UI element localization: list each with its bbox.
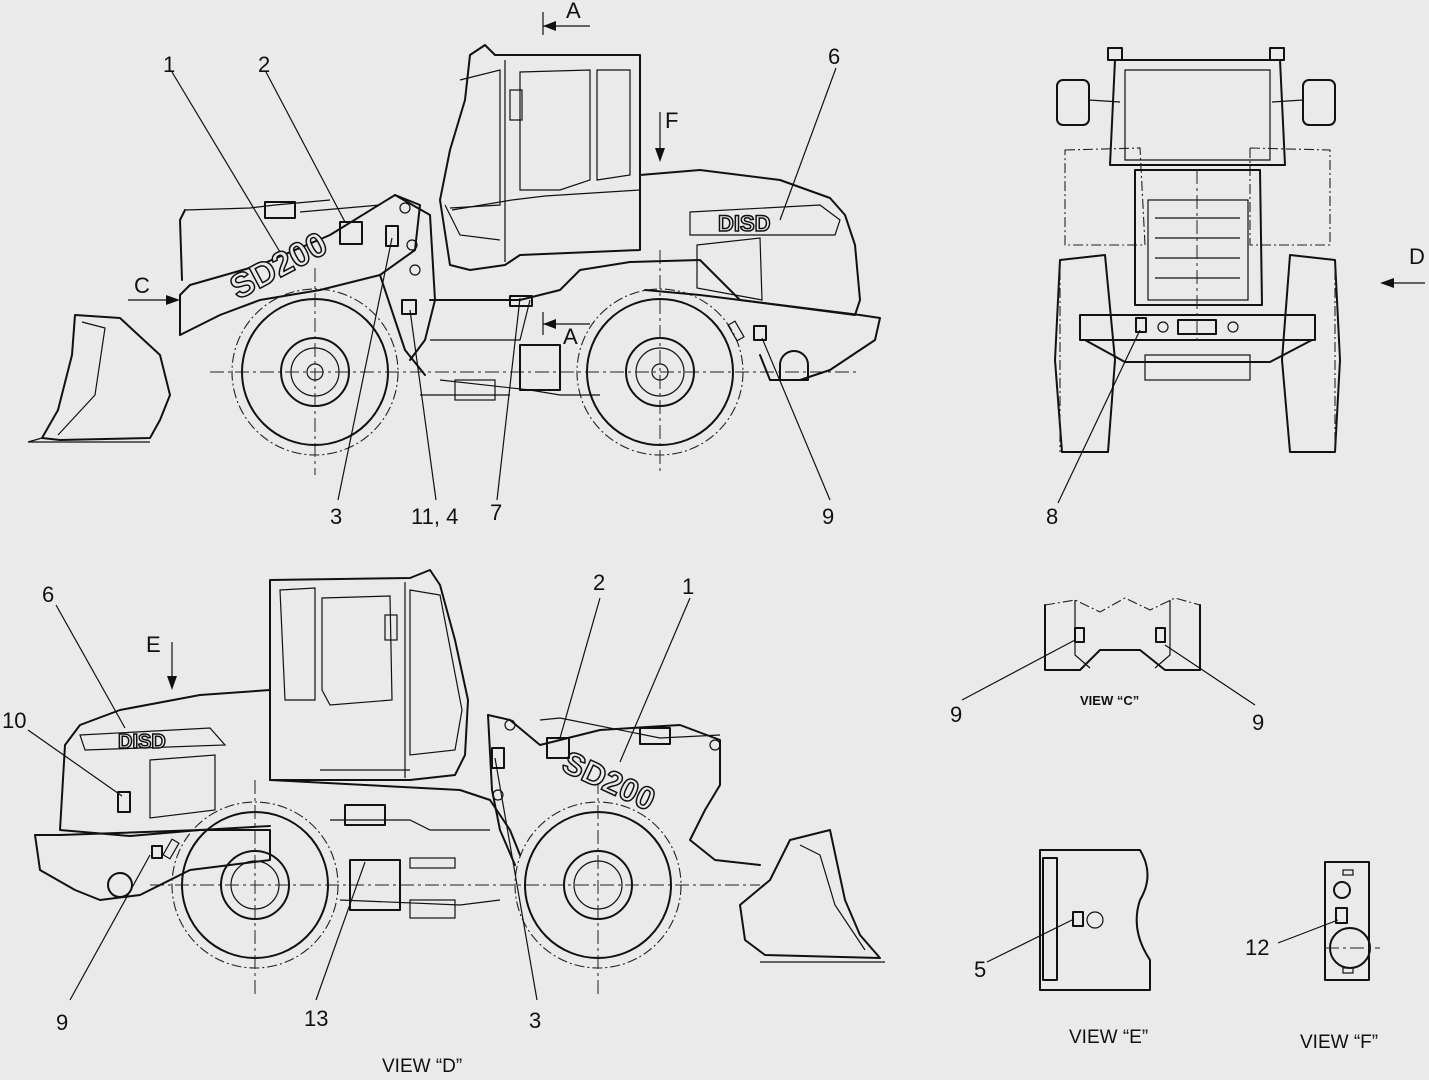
view-arrow-f: F	[665, 108, 678, 133]
callout-2-bottom: 2	[593, 570, 605, 595]
boom-top	[179, 194, 421, 336]
callout-6-top: 6	[828, 44, 840, 69]
callout-9-bottom: 9	[56, 1010, 68, 1035]
callout-1-bottom: 1	[682, 574, 694, 599]
bucket-top	[41, 314, 171, 441]
front-view: D 8	[1046, 47, 1425, 529]
view-e-title: VIEW “E”	[1069, 1027, 1148, 1048]
callout-11-4-top: 11, 4	[411, 504, 458, 529]
brand-logo-top: DISD	[718, 211, 771, 236]
engine-hood-top	[639, 169, 861, 316]
side-view-right: DISD SD200 E	[2, 569, 885, 1077]
callout-7-top: 7	[490, 500, 502, 525]
callout-9-top: 9	[822, 504, 834, 529]
view-f: 12 VIEW “F”	[1245, 861, 1380, 1053]
callout-3-bottom: 3	[529, 1008, 541, 1033]
view-d-title: VIEW “D”	[382, 1056, 462, 1077]
callout-10-bottom: 10	[2, 708, 26, 733]
callout-1-top: 1	[163, 52, 175, 77]
callout-6-bottom: 6	[42, 582, 54, 607]
view-c-title: VIEW “C”	[1080, 693, 1139, 708]
callout-9-view-c-left: 9	[950, 702, 962, 727]
callout-5-view-e: 5	[974, 957, 986, 982]
section-mark-a-top: A	[566, 0, 581, 23]
callout-13-bottom: 13	[304, 1006, 328, 1031]
cab-top	[439, 44, 641, 271]
view-c: 9 9 VIEW “C”	[950, 597, 1264, 735]
view-e: 5 VIEW “E”	[974, 849, 1151, 1048]
view-arrow-d: D	[1409, 244, 1425, 269]
callout-8-front: 8	[1046, 504, 1058, 529]
model-logo-bottom: SD200	[557, 744, 661, 818]
model-logo-top: SD200	[224, 225, 334, 307]
section-mark-a-mid: A	[563, 324, 578, 349]
view-f-title: VIEW “F”	[1300, 1032, 1378, 1053]
view-arrow-c: C	[134, 273, 150, 298]
engine-hood-bottom	[59, 689, 271, 837]
cab-bottom	[269, 569, 469, 781]
callout-3-top: 3	[330, 504, 342, 529]
view-arrow-e: E	[146, 632, 161, 657]
brand-logo-bottom: DISD	[118, 731, 166, 753]
callout-9-view-c-right: 9	[1252, 710, 1264, 735]
bucket-bottom	[739, 829, 881, 959]
callout-2-top: 2	[258, 52, 270, 77]
callout-12-view-f: 12	[1245, 935, 1269, 960]
side-view-left: SD200 DISD	[27, 0, 881, 529]
